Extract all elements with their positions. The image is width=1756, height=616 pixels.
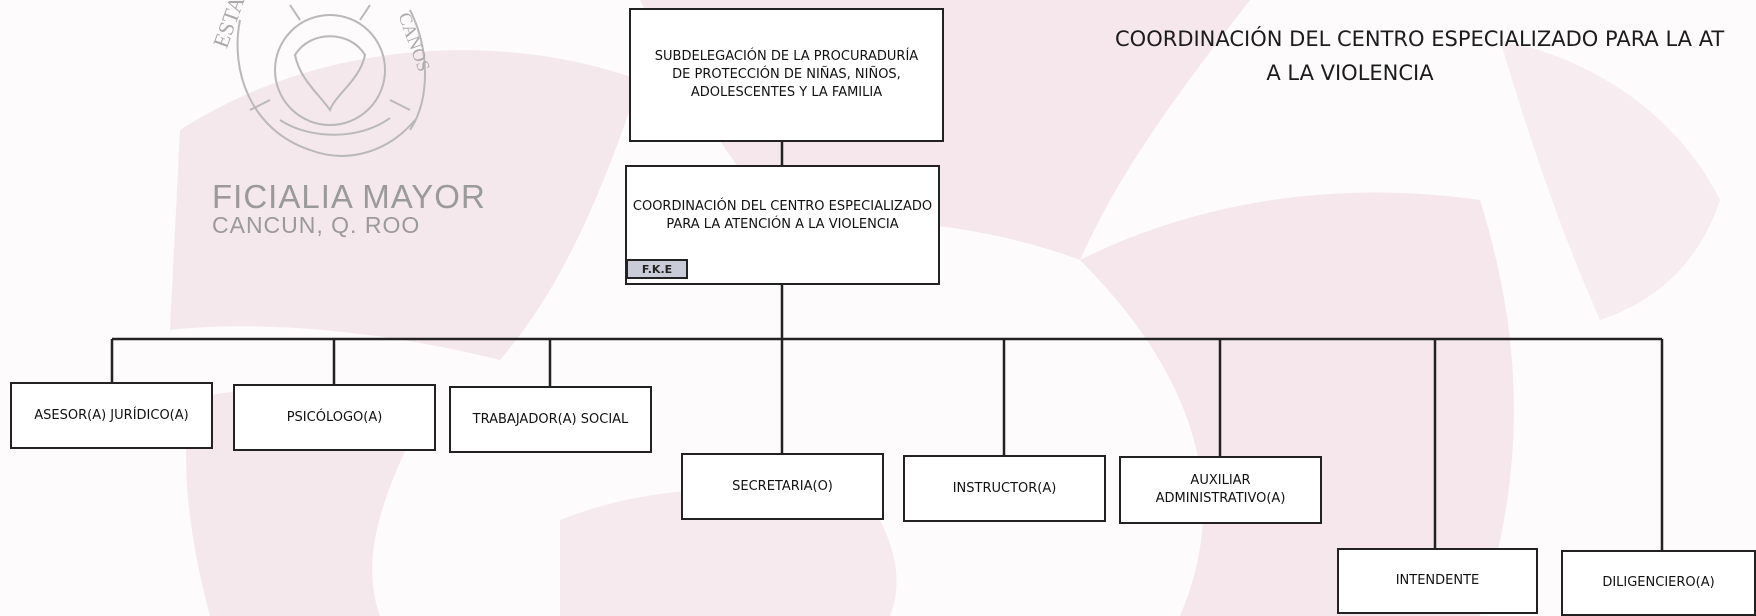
stamp-text-location: CANCUN, Q. ROO: [212, 212, 421, 238]
position-box-psicologo: PSICÓLOGO(A): [233, 384, 436, 451]
position-box-auxiliar-administrativo: AUXILIAR ADMINISTRATIVO(A): [1119, 456, 1322, 524]
page-title-line-1: COORDINACIÓN DEL CENTRO ESPECIALIZADO PA…: [1115, 27, 1725, 51]
stamp-text-oficialia: FICIALIA MAYOR: [212, 178, 486, 215]
position-box-intendente: INTENDENTE: [1337, 548, 1538, 614]
position-box-diligenciero: DILIGENCIERO(A): [1561, 550, 1756, 616]
position-box-instructor: INSTRUCTOR(A): [903, 455, 1106, 522]
page-title: COORDINACIÓN DEL CENTRO ESPECIALIZADO PA…: [1115, 22, 1756, 90]
position-box-asesor-juridico: ASESOR(A) JURÍDICO(A): [10, 382, 213, 449]
subdelegation-box: SUBDELEGACIÓN DE LA PROCURADURÍA DE PROT…: [629, 8, 944, 142]
page-title-line-2: A LA VIOLENCIA: [1266, 61, 1434, 85]
coordination-tag-badge: F.K.E: [626, 259, 688, 279]
position-box-trabajador-social: TRABAJADOR(A) SOCIAL: [449, 386, 652, 453]
position-box-secretaria: SECRETARIA(O): [681, 453, 884, 520]
official-seal-icon: ESTA CANOS: [210, 0, 434, 157]
